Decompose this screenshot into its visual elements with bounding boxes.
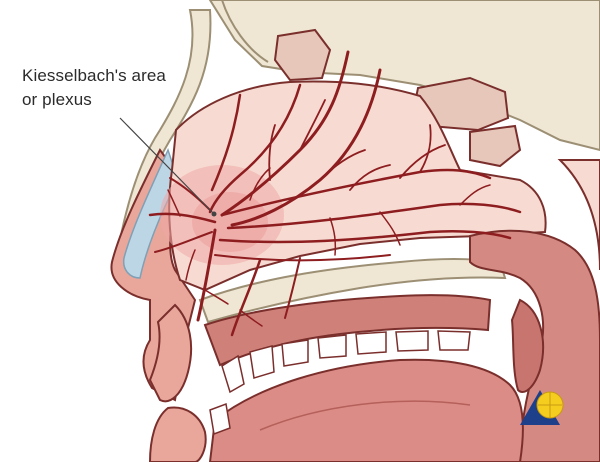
leader-dot bbox=[212, 212, 217, 217]
plexus-glow-core bbox=[192, 192, 268, 252]
label-line-1: Kiesselbach's area bbox=[22, 64, 192, 88]
kiesselbach-label: Kiesselbach's area or plexus bbox=[22, 64, 192, 112]
lower-teeth bbox=[210, 404, 230, 434]
frontal-bone-chunk bbox=[275, 30, 330, 80]
label-line-2: or plexus bbox=[22, 88, 192, 112]
